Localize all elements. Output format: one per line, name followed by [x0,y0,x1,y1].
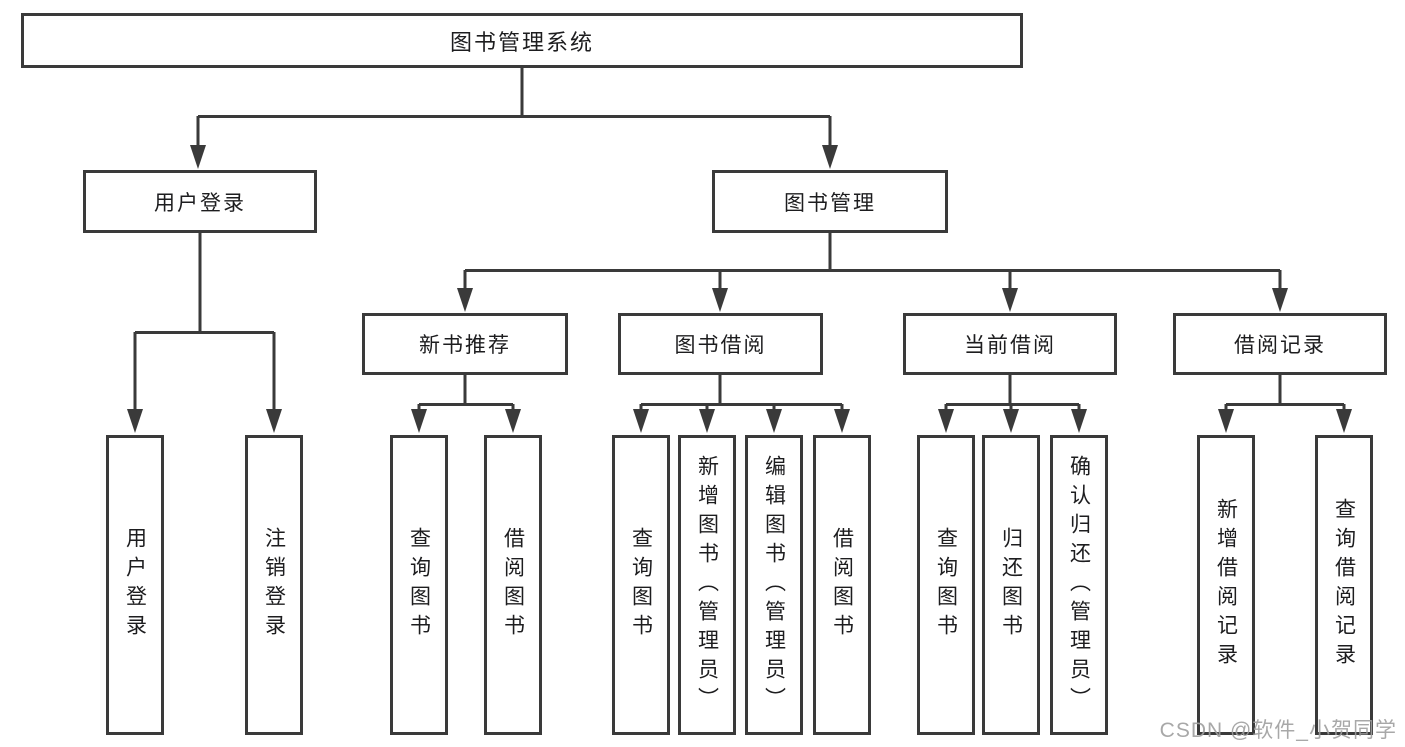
connector-root-to-level1 [190,68,838,169]
leaf-query-borrow-record: 查询借阅记录 [1315,435,1373,735]
node-book-borrow: 图书借阅 [618,313,823,375]
leaf-query-books-borrow: 查询图书 [612,435,670,735]
leaf-query-books-recommend: 查询图书 [390,435,448,735]
leaf-user-login: 用户登录 [106,435,164,735]
node-user-login: 用户登录 [83,170,317,233]
leaf-add-borrow-record: 新增借阅记录 [1197,435,1255,735]
connector-borrow-records-to-leaves [1218,375,1352,433]
node-current-borrow: 当前借阅 [903,313,1117,375]
leaf-query-books-current: 查询图书 [917,435,975,735]
node-library-management-system: 图书管理系统 [21,13,1023,68]
leaf-add-book-admin: 新增图书（管理员） [678,435,736,735]
connector-user-login-to-leaves [127,233,282,433]
leaf-edit-book-admin: 编辑图书（管理员） [745,435,803,735]
leaf-return-book: 归还图书 [982,435,1040,735]
node-borrow-records: 借阅记录 [1173,313,1387,375]
connector-book-borrow-to-leaves [633,375,850,433]
leaf-borrow-books: 借阅图书 [813,435,871,735]
node-book-management: 图书管理 [712,170,948,233]
leaf-borrow-books-recommend: 借阅图书 [484,435,542,735]
watermark: CSDN @软件_小贺同学 [1159,719,1397,742]
leaf-confirm-return-admin: 确认归还（管理员） [1050,435,1108,735]
node-new-book-recommend: 新书推荐 [362,313,568,375]
leaf-logout: 注销登录 [245,435,303,735]
connector-book-management-to-level2 [457,233,1288,312]
connector-new-book-recommend-to-leaves [411,375,521,433]
connector-current-borrow-to-leaves [938,375,1087,433]
